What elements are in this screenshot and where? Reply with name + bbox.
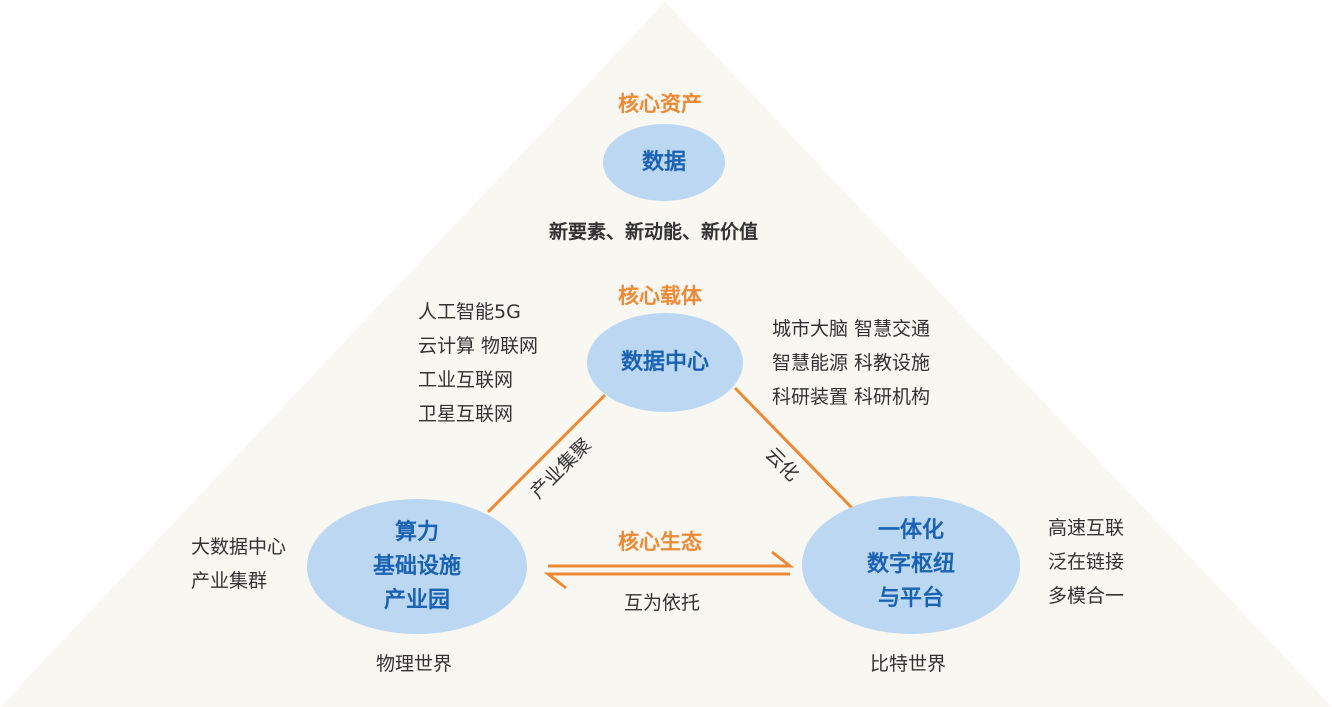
list-item: 多模合一 <box>1048 585 1125 607</box>
list-item: 智慧能源 科教设施 <box>772 352 931 374</box>
cluster-list: 大数据中心 产业集群 <box>191 536 286 593</box>
node-line: 产业园 <box>383 587 450 613</box>
node-line: 算力 <box>394 519 439 545</box>
list-item: 城市大脑 智慧交通 <box>772 318 931 340</box>
bit-world-caption: 比特世界 <box>870 653 947 675</box>
connectivity-list: 高速互联 泛在链接 多模合一 <box>1048 517 1124 608</box>
list-item: 工业互联网 <box>418 369 514 391</box>
list-item: 产业集群 <box>191 570 268 592</box>
application-list: 城市大脑 智慧交通 智慧能源 科教设施 科研装置 科研机构 <box>772 318 930 409</box>
data-node-label: 数据 <box>641 149 686 175</box>
edge-right <box>733 386 854 510</box>
physical-world-caption: 物理世界 <box>376 653 453 675</box>
computing-park-node: 算力 基础设施 产业园 <box>307 499 527 634</box>
node-line: 与平台 <box>877 586 944 611</box>
list-item: 泛在链接 <box>1048 551 1125 573</box>
arrow-right <box>548 550 795 568</box>
list-item: 高速互联 <box>1048 517 1125 539</box>
core-ecosystem-heading: 核心生态 <box>618 530 702 554</box>
tech-list: 人工智能5G 云计算 物联网 工业互联网 卫星互联网 <box>418 301 538 426</box>
list-item: 卫星互联网 <box>418 403 514 425</box>
data-caption: 新要素、新动能、新价值 <box>549 221 759 243</box>
data-center-node: 数据中心 <box>587 313 743 412</box>
data-center-label: 数据中心 <box>620 349 709 375</box>
data-node: 数据 <box>603 124 725 201</box>
list-item: 大数据中心 <box>191 536 287 558</box>
node-line: 数字枢纽 <box>866 552 955 577</box>
core-carrier-heading: 核心载体 <box>618 284 702 308</box>
list-item: 云计算 物联网 <box>418 335 539 357</box>
list-item: 人工智能5G <box>418 301 521 323</box>
node-line: 一体化 <box>877 518 944 543</box>
digital-hub-node: 一体化 数字枢纽 与平台 <box>802 496 1020 634</box>
arrow-left <box>543 572 790 590</box>
node-line: 基础设施 <box>372 553 461 579</box>
edge-left <box>486 393 607 514</box>
core-asset-heading: 核心资产 <box>618 92 702 116</box>
list-item: 科研装置 科研机构 <box>772 386 931 408</box>
mutual-support-caption: 互为依托 <box>624 592 701 614</box>
